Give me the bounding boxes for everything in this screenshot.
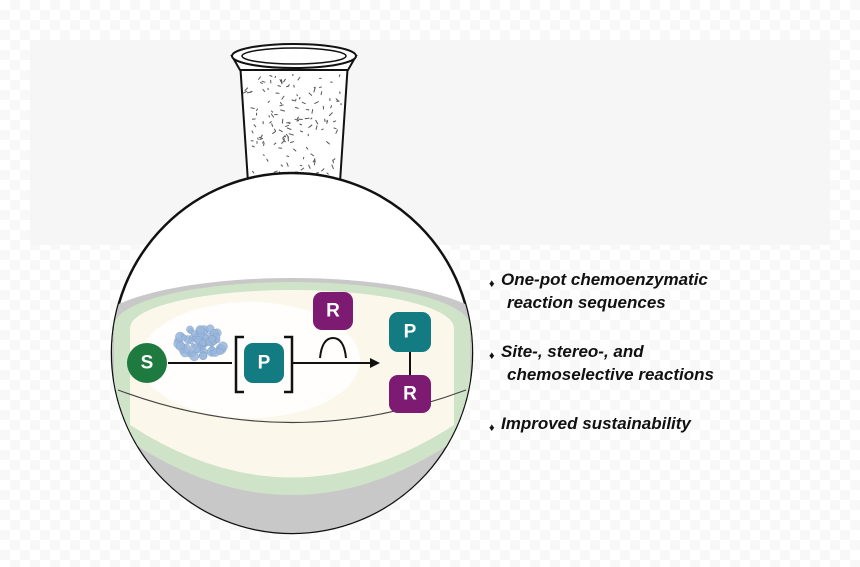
product-intermediate-node: P [244, 343, 284, 383]
diamond-bullet-icon: ♦ [489, 278, 495, 290]
reagent-label: R [326, 301, 340, 322]
bracket-left [234, 335, 244, 394]
feature-text-line: Site-, stereo-, and [501, 342, 644, 361]
diamond-bullet-icon: ♦ [489, 350, 495, 362]
product-intermediate-label: P [258, 353, 271, 374]
reagent-final-node: R [389, 375, 431, 413]
diamond-bullet-icon: ♦ [489, 422, 495, 434]
feature-text-line: chemoselective reactions [507, 365, 714, 384]
feature-text-line: reaction sequences [507, 293, 666, 312]
substrate-label: S [141, 353, 154, 374]
feature-item: ♦ Improved sustainability [489, 412, 691, 435]
background-panel [30, 40, 830, 245]
flask-neck [230, 43, 358, 190]
product-final-node: P [389, 312, 431, 352]
substrate-node: S [127, 343, 167, 383]
feature-item: ♦ Site-, stereo-, and chemoselective rea… [489, 340, 714, 386]
feature-text-line: One-pot chemoenzymatic [501, 270, 708, 289]
reagent-arc [319, 336, 347, 359]
reaction-scheme: S P R P R [127, 292, 431, 413]
reagent-node: R [313, 292, 353, 330]
enzyme-cluster [173, 324, 228, 362]
feature-text-line: Improved sustainability [501, 414, 691, 433]
product-final-label: P [404, 322, 417, 343]
frosted-glass-texture [242, 73, 343, 175]
reagent-final-label: R [403, 384, 417, 405]
bracket-right [284, 335, 294, 394]
feature-item: ♦ One-pot chemoenzymatic reaction sequen… [489, 268, 708, 314]
